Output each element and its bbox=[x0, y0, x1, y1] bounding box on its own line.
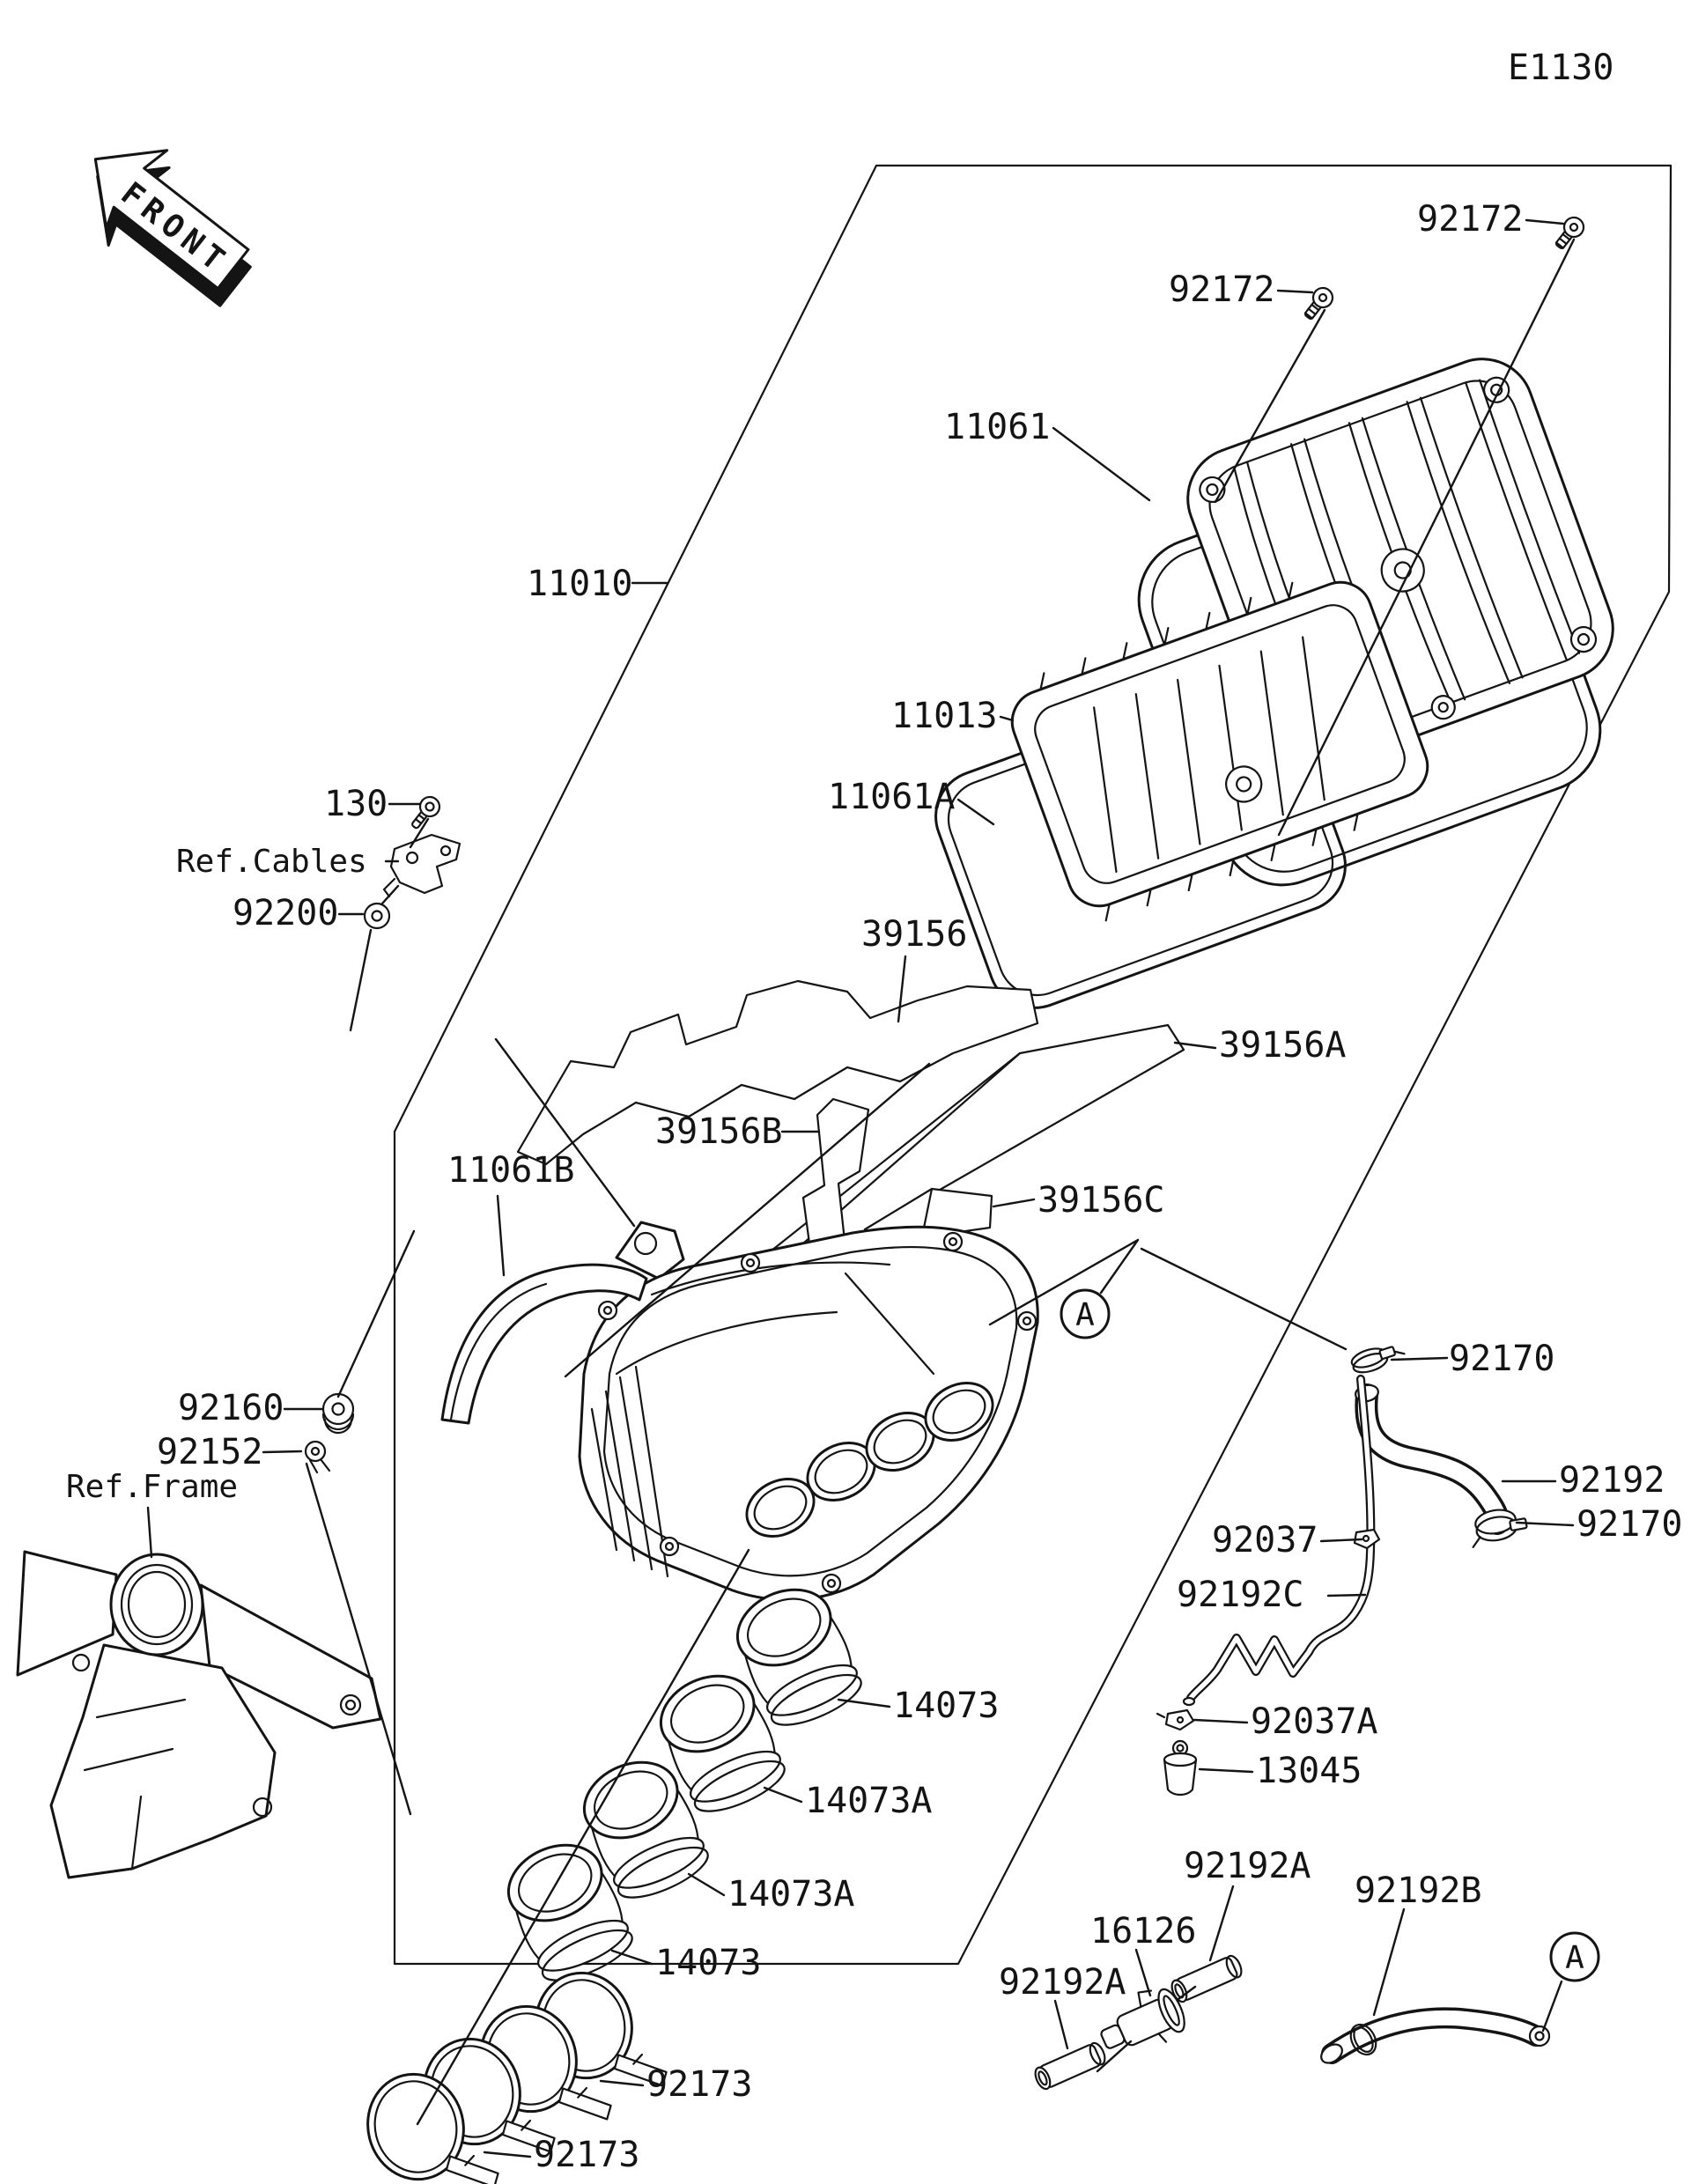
part-label-92172-right: 92172 bbox=[1417, 199, 1523, 240]
part-hose-92192b bbox=[1320, 2007, 1551, 2064]
part-bolt-130 bbox=[411, 795, 441, 830]
part-label-39156: 39156 bbox=[861, 914, 967, 955]
part-label-92170-lower: 92170 bbox=[1577, 1504, 1682, 1545]
section-callout-a-bottom: A bbox=[1549, 1931, 1600, 1982]
part-label-11061: 11061 bbox=[944, 407, 1050, 447]
part-hose-92192c bbox=[1182, 1375, 1376, 1707]
part-plug-13045 bbox=[1163, 1739, 1198, 1797]
part-label-92152: 92152 bbox=[157, 1432, 262, 1472]
part-clamp-92173-1 bbox=[366, 2072, 499, 2184]
part-screw-92172-left bbox=[1303, 286, 1334, 321]
part-clamp-92170-upper bbox=[1350, 1346, 1406, 1374]
part-screw-92172-right bbox=[1554, 216, 1585, 250]
part-label-130: 130 bbox=[324, 784, 388, 824]
part-label-92200: 92200 bbox=[233, 893, 338, 933]
part-hose-92192 bbox=[1355, 1383, 1510, 1535]
part-air-cleaner-housing bbox=[578, 1221, 1039, 1602]
part-label-92160: 92160 bbox=[178, 1388, 284, 1428]
part-label-92192a-lower: 92192A bbox=[999, 1962, 1126, 2003]
part-label-11010: 11010 bbox=[527, 564, 632, 604]
ref-cables-label: Ref.Cables bbox=[176, 844, 367, 880]
part-clamp-92170-lower bbox=[1472, 1509, 1528, 1548]
part-label-11061a: 11061A bbox=[828, 777, 956, 817]
front-arrow-icon: FRONT bbox=[93, 149, 252, 307]
part-label-14073-lower: 14073 bbox=[655, 1943, 761, 1983]
part-pad-39156 bbox=[516, 979, 1039, 1166]
part-duct-14073a-1 bbox=[659, 1674, 786, 1812]
part-valve-16126 bbox=[1100, 1988, 1185, 2049]
part-washer-92200 bbox=[363, 902, 391, 930]
part-label-16126: 16126 bbox=[1090, 1911, 1196, 1952]
part-duct-14073-1 bbox=[735, 1588, 862, 1726]
part-label-92192c: 92192C bbox=[1177, 1575, 1304, 1615]
part-duct-14073a-2 bbox=[582, 1760, 709, 1899]
part-label-92173-upper: 92173 bbox=[646, 2064, 752, 2105]
part-clamp-92037a bbox=[1156, 1708, 1195, 1731]
callout-letter: A bbox=[1565, 1940, 1584, 1976]
part-label-14073-upper: 14073 bbox=[893, 1686, 999, 1726]
part-label-92192b: 92192B bbox=[1355, 1870, 1482, 1911]
part-seal-11061b bbox=[440, 1263, 648, 1425]
part-duct-14073-2 bbox=[506, 1843, 633, 1981]
part-frame-ref bbox=[16, 1550, 382, 1879]
part-label-39156b: 39156B bbox=[655, 1111, 783, 1152]
leader-lines bbox=[146, 218, 1576, 2158]
part-clamp-92037 bbox=[1353, 1528, 1381, 1550]
callout-letter: A bbox=[1075, 1297, 1095, 1333]
part-label-92172-left: 92172 bbox=[1169, 269, 1274, 310]
part-label-92192: 92192 bbox=[1559, 1460, 1665, 1501]
part-cable-bracket bbox=[382, 833, 462, 898]
part-damper-92160 bbox=[321, 1392, 355, 1435]
diagram-code-label: E1130 bbox=[1508, 48, 1613, 88]
part-air-filter-11013 bbox=[1010, 580, 1429, 922]
part-label-92192a-upper: 92192A bbox=[1184, 1846, 1311, 1886]
part-label-39156a: 39156A bbox=[1219, 1025, 1347, 1066]
part-label-11061b: 11061B bbox=[447, 1150, 575, 1191]
part-label-92170-upper: 92170 bbox=[1449, 1339, 1554, 1379]
part-label-92173-lower: 92173 bbox=[534, 2135, 639, 2175]
part-label-11013: 11013 bbox=[891, 696, 997, 736]
part-label-92037a: 92037A bbox=[1251, 1701, 1378, 1742]
part-label-14073a-upper: 14073A bbox=[805, 1781, 933, 1821]
section-callout-a-mid: A bbox=[1060, 1288, 1111, 1339]
part-label-13045: 13045 bbox=[1256, 1751, 1362, 1791]
ref-frame-label: Ref.Frame bbox=[66, 1469, 238, 1505]
assembly-boundary-11010 bbox=[393, 164, 1673, 1966]
part-label-92037: 92037 bbox=[1212, 1520, 1318, 1561]
part-label-39156c: 39156C bbox=[1037, 1180, 1165, 1221]
part-label-14073a-lower: 14073A bbox=[727, 1874, 855, 1915]
part-grommet-92152 bbox=[304, 1440, 331, 1474]
part-hose-92192a-lower bbox=[1034, 2041, 1106, 2091]
